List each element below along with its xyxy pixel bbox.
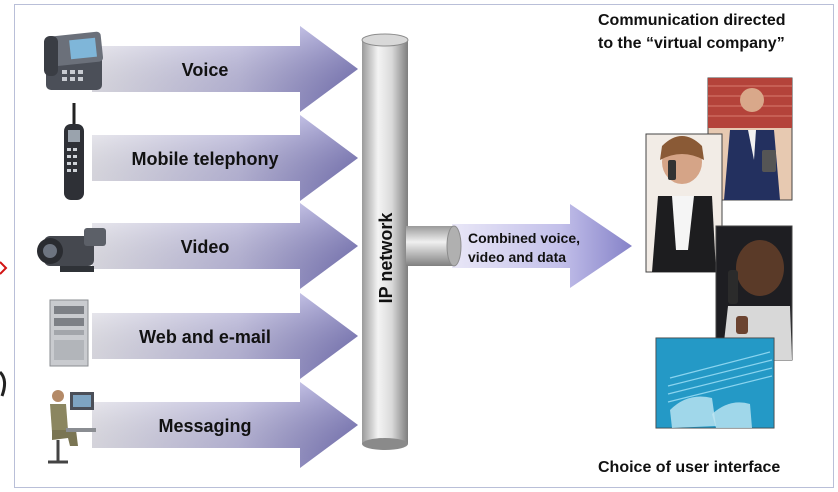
source-arrow-video: Video <box>92 203 358 289</box>
arrow-label-messaging: Messaging <box>158 416 251 436</box>
left-edge-glyph-fragment <box>0 370 7 397</box>
source-arrow-web: Web and e-mail <box>92 293 358 379</box>
ip-network-pipe: IP network <box>361 33 409 450</box>
mobile-phone-icon <box>64 103 84 200</box>
header-caption-line2: to the “virtual company” <box>598 35 785 52</box>
output-label-line1: Combined voice, <box>468 230 580 246</box>
person-at-computer-icon <box>48 390 96 464</box>
left-edge-red-mark <box>0 261 8 275</box>
output-arrow: Combined voice, video and data <box>406 204 632 288</box>
arrow-label-voice: Voice <box>182 60 229 80</box>
server-tower-icon <box>49 299 89 367</box>
businessman-with-pda-photo <box>707 77 793 201</box>
header-caption-line1: Communication directed <box>598 12 786 29</box>
footer-caption: Choice of user interface <box>598 459 780 476</box>
arrow-label-web: Web and e-mail <box>139 327 271 347</box>
desk-phone-icon <box>44 31 104 90</box>
source-arrow-messaging: Messaging <box>92 382 358 468</box>
source-arrow-voice: Voice <box>92 26 358 112</box>
arrow-label-video: Video <box>181 237 230 257</box>
output-label-line2: video and data <box>468 249 566 265</box>
hands-on-laptop-photo <box>655 337 775 429</box>
source-arrow-mobile: Mobile telephony <box>92 115 358 201</box>
ip-network-label: IP network <box>376 212 396 304</box>
arrow-label-mobile: Mobile telephony <box>131 149 278 169</box>
woman-on-phone-photo <box>645 133 723 273</box>
camcorder-icon <box>37 228 106 272</box>
